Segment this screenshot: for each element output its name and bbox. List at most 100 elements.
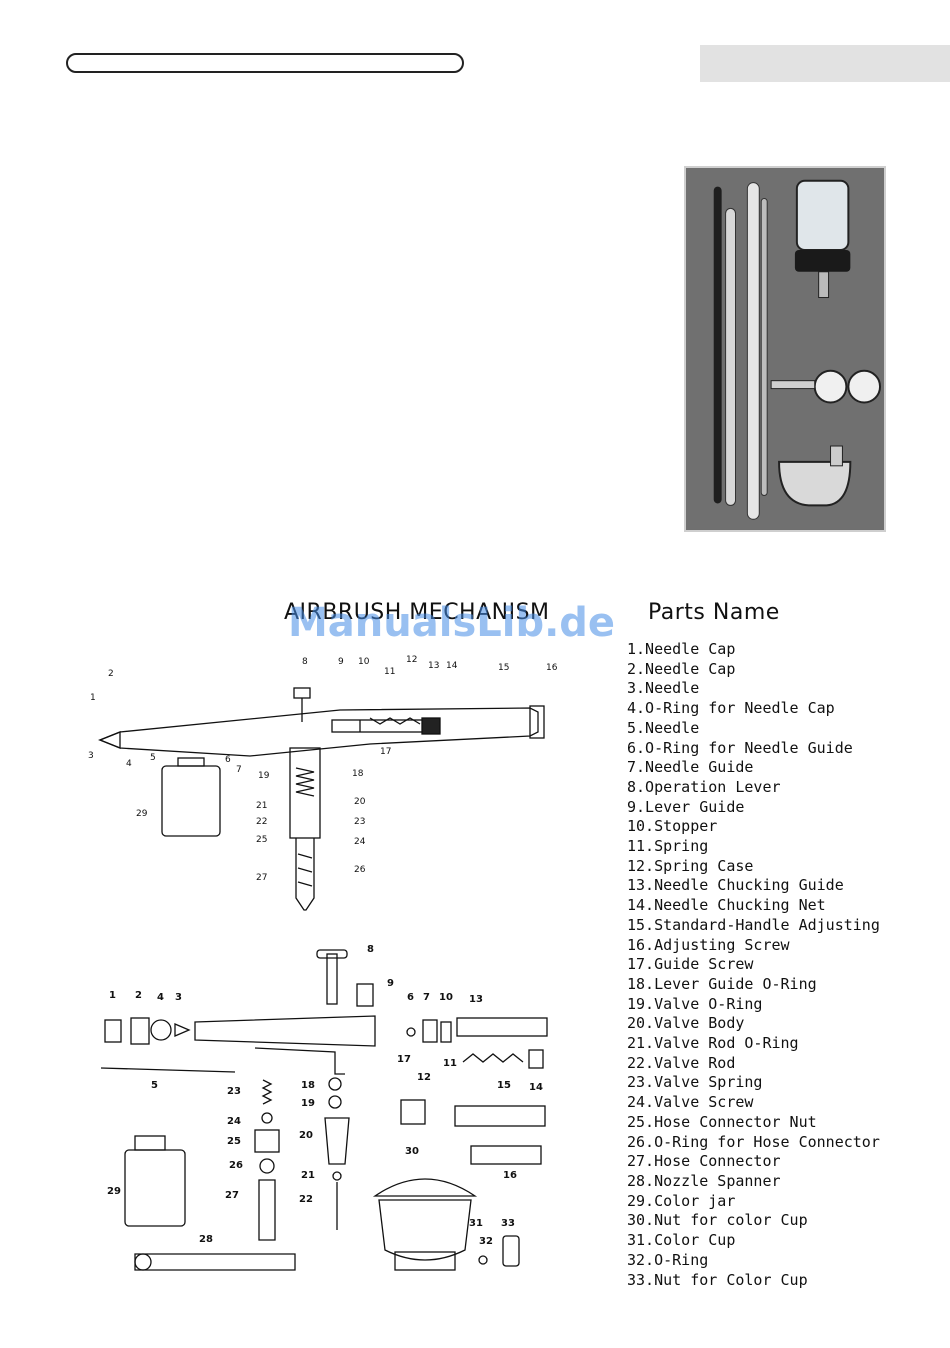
parts-list-item: 28.Nozzle Spanner — [627, 1171, 781, 1190]
parts-list-item: 24.Valve Screw — [627, 1093, 754, 1112]
callout-29: 29 — [136, 809, 148, 819]
parts-name-title: Parts Name — [648, 600, 780, 625]
exp-callout-32: 32 — [479, 1236, 493, 1247]
callout-19: 19 — [258, 771, 270, 781]
exp-callout-20: 20 — [299, 1130, 313, 1141]
parts-list-item: 4.O-Ring for Needle Cap — [627, 699, 835, 718]
parts-list-item: 20.Valve Body — [627, 1014, 745, 1033]
exploded-diagram: 1 2 4 3 5 8 9 6 7 10 13 17 11 14 12 15 1… — [95, 940, 565, 1290]
exp-callout-31: 31 — [469, 1218, 483, 1229]
assembly-diagram: 1 2 3 4 5 6 7 8 9 10 11 12 13 14 15 16 1… — [70, 648, 570, 918]
header-title-frame — [66, 53, 464, 73]
callout-18: 18 — [352, 769, 364, 779]
callout-8: 8 — [302, 657, 308, 667]
exp-callout-5: 5 — [151, 1080, 158, 1091]
callout-7: 7 — [236, 765, 242, 775]
exp-callout-27: 27 — [225, 1190, 239, 1201]
callout-9: 9 — [338, 657, 344, 667]
callout-12: 12 — [406, 655, 417, 665]
exp-callout-2: 2 — [135, 990, 142, 1001]
exp-callout-26: 26 — [229, 1160, 243, 1171]
callout-13: 13 — [428, 661, 439, 671]
parts-list-item: 32.O-Ring — [627, 1250, 709, 1269]
callout-26: 26 — [354, 865, 366, 875]
parts-list-item: 16.Adjusting Screw — [627, 935, 790, 954]
parts-list-item: 21.Valve Rod O-Ring — [627, 1034, 799, 1053]
exp-callout-21: 21 — [301, 1170, 315, 1181]
callout-22: 22 — [256, 817, 267, 827]
parts-list-item: 9.Lever Guide — [627, 797, 745, 816]
callout-24: 24 — [354, 837, 366, 847]
mechanism-title: AIRBRUSH MECHANISM — [284, 600, 550, 625]
exp-callout-18: 18 — [301, 1080, 315, 1091]
callout-15: 15 — [498, 663, 509, 673]
exploded-callout-labels: 1 2 4 3 5 8 9 6 7 10 13 17 11 14 12 15 1… — [107, 944, 543, 1247]
exp-callout-11: 11 — [443, 1058, 457, 1069]
parts-list-item: 13.Needle Chucking Guide — [627, 876, 844, 895]
parts-list-item: 33.Nut for Color Cup — [627, 1270, 808, 1289]
parts-list-item: 12.Spring Case — [627, 856, 754, 875]
parts-list-item: 6.O-Ring for Needle Guide — [627, 738, 853, 757]
parts-list: 1.Needle Cap 2.Needle Cap 3.Needle 4.O-R… — [627, 640, 880, 1290]
exp-callout-25: 25 — [227, 1136, 241, 1147]
callout-11: 11 — [384, 667, 395, 677]
parts-list-item: 14.Needle Chucking Net — [627, 896, 826, 915]
callout-21: 21 — [256, 801, 267, 811]
exp-callout-19: 19 — [301, 1098, 315, 1109]
parts-list-item: 25.Hose Connector Nut — [627, 1112, 817, 1131]
parts-list-item: 31.Color Cup — [627, 1231, 736, 1250]
exp-callout-9: 9 — [387, 978, 394, 989]
parts-list-item: 19.Valve O-Ring — [627, 994, 763, 1013]
parts-list-item: 15.Standard-Handle Adjusting — [627, 915, 880, 934]
exp-callout-17: 17 — [397, 1054, 411, 1065]
callout-27: 27 — [256, 873, 267, 883]
exp-callout-3: 3 — [175, 992, 182, 1003]
parts-list-item: 11.Spring — [627, 837, 709, 856]
callout-16: 16 — [546, 663, 558, 673]
parts-list-item: 30.Nut for color Cup — [627, 1211, 808, 1230]
callout-2: 2 — [108, 669, 114, 679]
product-photo — [684, 166, 886, 532]
exp-callout-29: 29 — [107, 1186, 121, 1197]
callout-1: 1 — [90, 693, 96, 703]
parts-list-item: 7.Needle Guide — [627, 758, 754, 777]
callout-20: 20 — [354, 797, 366, 807]
parts-list-item: 5.Needle — [627, 718, 700, 737]
assembly-callout-labels: 1 2 3 4 5 6 7 8 9 10 11 12 13 14 15 16 1… — [88, 655, 558, 883]
parts-list-item: 3.Needle — [627, 679, 700, 698]
parts-list-item: 29.Color jar — [627, 1191, 736, 1210]
parts-list-item: 2.Needle Cap — [627, 659, 736, 678]
exp-callout-12: 12 — [417, 1072, 431, 1083]
callout-14: 14 — [446, 661, 458, 671]
parts-list-item: 26.O-Ring for Hose Connector — [627, 1132, 880, 1151]
header-section-tab — [700, 45, 950, 82]
parts-list-item: 17.Guide Screw — [627, 955, 754, 974]
exp-callout-30: 30 — [405, 1146, 419, 1157]
parts-list-item: 27.Hose Connector — [627, 1152, 781, 1171]
exp-callout-13: 13 — [469, 994, 483, 1005]
exp-callout-24: 24 — [227, 1116, 241, 1127]
exp-callout-15: 15 — [497, 1080, 511, 1091]
exp-callout-23: 23 — [227, 1086, 241, 1097]
exp-callout-10: 10 — [439, 992, 453, 1003]
exp-callout-7: 7 — [423, 992, 430, 1003]
callout-5: 5 — [150, 753, 156, 763]
exp-callout-28: 28 — [199, 1234, 213, 1245]
callout-25: 25 — [256, 835, 267, 845]
exp-callout-22: 22 — [299, 1194, 313, 1205]
exp-callout-14: 14 — [529, 1082, 543, 1093]
parts-list-item: 23.Valve Spring — [627, 1073, 763, 1092]
exp-callout-6: 6 — [407, 992, 414, 1003]
callout-3: 3 — [88, 751, 94, 761]
callout-10: 10 — [358, 657, 370, 667]
callout-17: 17 — [380, 747, 391, 757]
parts-list-item: 1.Needle Cap — [627, 640, 736, 658]
exp-callout-8: 8 — [367, 944, 374, 955]
exp-callout-4: 4 — [157, 992, 164, 1003]
callout-4: 4 — [126, 759, 132, 769]
callout-6: 6 — [225, 755, 231, 765]
parts-list-item: 18.Lever Guide O-Ring — [627, 974, 817, 993]
exp-callout-33: 33 — [501, 1218, 515, 1229]
parts-list-item: 8.Operation Lever — [627, 777, 781, 796]
callout-23: 23 — [354, 817, 365, 827]
